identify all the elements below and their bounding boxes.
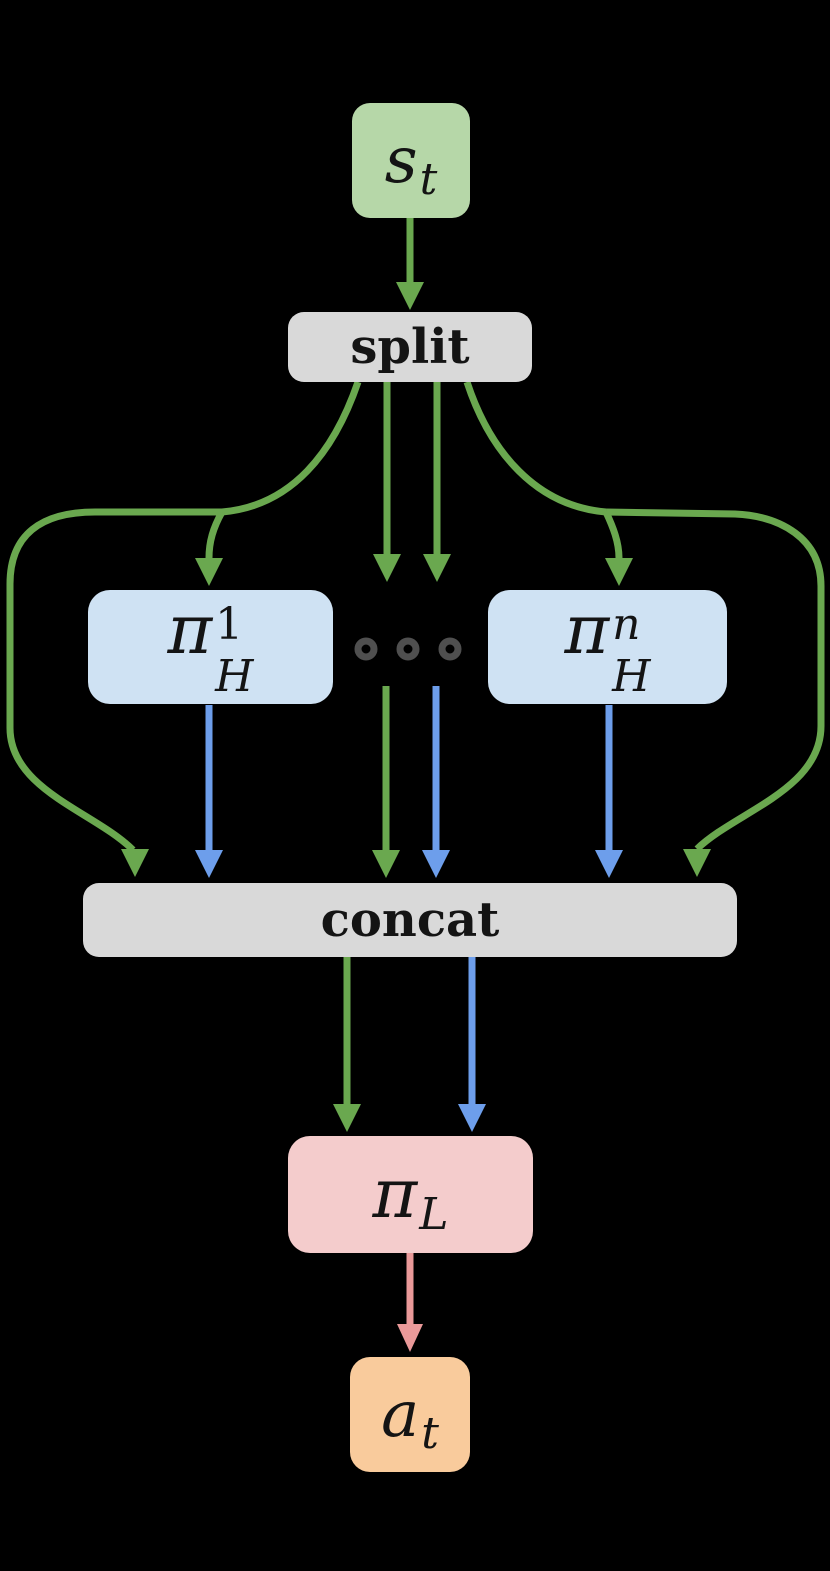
state-node: st — [352, 103, 470, 218]
arrow-split-to-pi-h1 — [205, 510, 226, 559]
split-label: split — [350, 319, 470, 375]
ellipsis-dots — [354, 637, 462, 661]
pi-l-node: πL — [288, 1136, 533, 1253]
concat-label: concat — [320, 892, 500, 948]
action-node: at — [350, 1357, 470, 1472]
arrow-left-bypass-to-concat — [6, 508, 222, 853]
split-node: split — [288, 312, 532, 382]
arrow-split-right-outer — [463, 380, 607, 516]
state-label: st — [384, 123, 438, 205]
action-label: at — [381, 1377, 439, 1459]
arrow-right-bypass-to-concat — [605, 508, 825, 852]
arrow-split-left-outer — [221, 380, 362, 516]
concat-node: concat — [83, 883, 737, 957]
pi-l-label: πL — [372, 1154, 449, 1240]
arrow-split-to-pi-hn — [602, 510, 623, 559]
